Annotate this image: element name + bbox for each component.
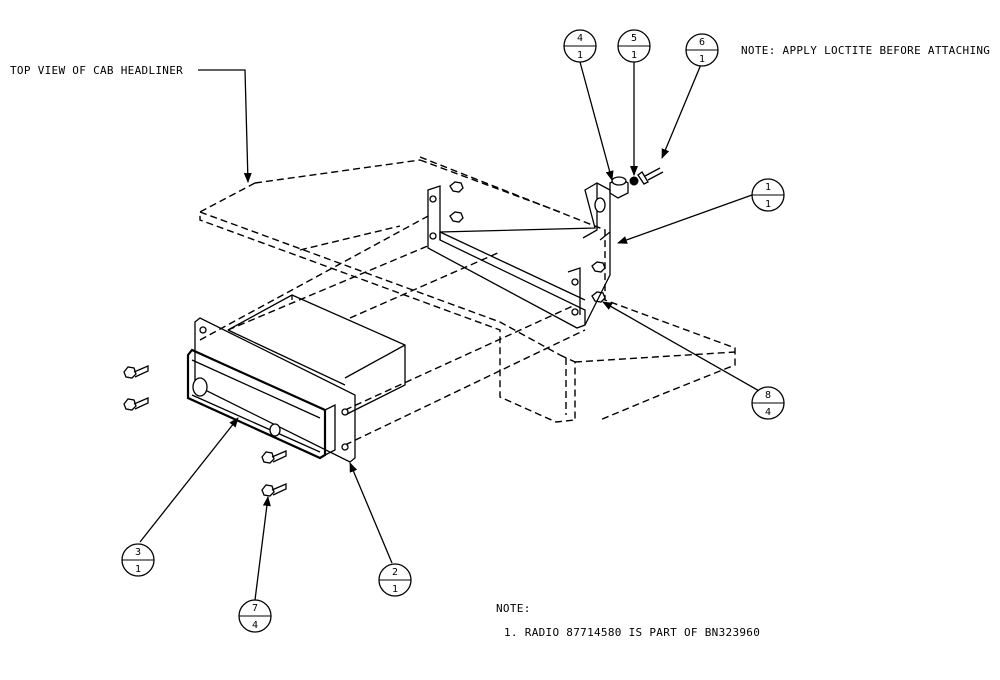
radio-screws [123, 365, 287, 497]
callout-6: 6 1 [685, 33, 719, 67]
callout-5: 5 1 [617, 29, 651, 63]
top-note: NOTE: APPLY LOCTITE BEFORE ATTACHING [741, 44, 990, 57]
mounting-bracket [427, 182, 611, 329]
svg-text:1: 1 [765, 182, 771, 193]
spacer-washer-screw [609, 167, 664, 199]
svg-text:5: 5 [631, 33, 637, 44]
svg-text:2: 2 [392, 567, 398, 578]
svg-text:1: 1 [699, 54, 705, 65]
svg-text:1: 1 [135, 564, 141, 575]
callout-2: 2 1 [378, 563, 412, 597]
svg-text:4: 4 [577, 33, 583, 44]
svg-text:6: 6 [699, 37, 705, 48]
hidden-assembly-lines [199, 214, 586, 446]
leader-lines [139, 61, 762, 601]
callout-7: 7 4 [238, 599, 272, 633]
svg-text:1: 1 [765, 199, 771, 210]
svg-text:1: 1 [631, 50, 637, 61]
callout-4: 4 1 [563, 29, 597, 63]
svg-text:7: 7 [252, 603, 258, 614]
svg-text:3: 3 [135, 547, 141, 558]
hex-nuts [449, 181, 606, 303]
svg-text:1: 1 [577, 50, 583, 61]
svg-text:4: 4 [252, 620, 258, 631]
cab-headliner-outline [199, 156, 736, 423]
callout-1: 1 1 [751, 178, 785, 212]
svg-text:1: 1 [392, 584, 398, 595]
bottom-note-title: NOTE: [496, 602, 531, 615]
svg-text:4: 4 [765, 407, 771, 418]
headliner-label: TOP VIEW OF CAB HEADLINER [10, 64, 183, 77]
bottom-note-item: 1. RADIO 87714580 IS PART OF BN323960 [504, 626, 760, 639]
radio-unit [186, 294, 406, 463]
callout-3: 3 1 [121, 543, 155, 577]
callout-8: 8 4 [751, 386, 785, 420]
svg-text:8: 8 [765, 390, 771, 401]
